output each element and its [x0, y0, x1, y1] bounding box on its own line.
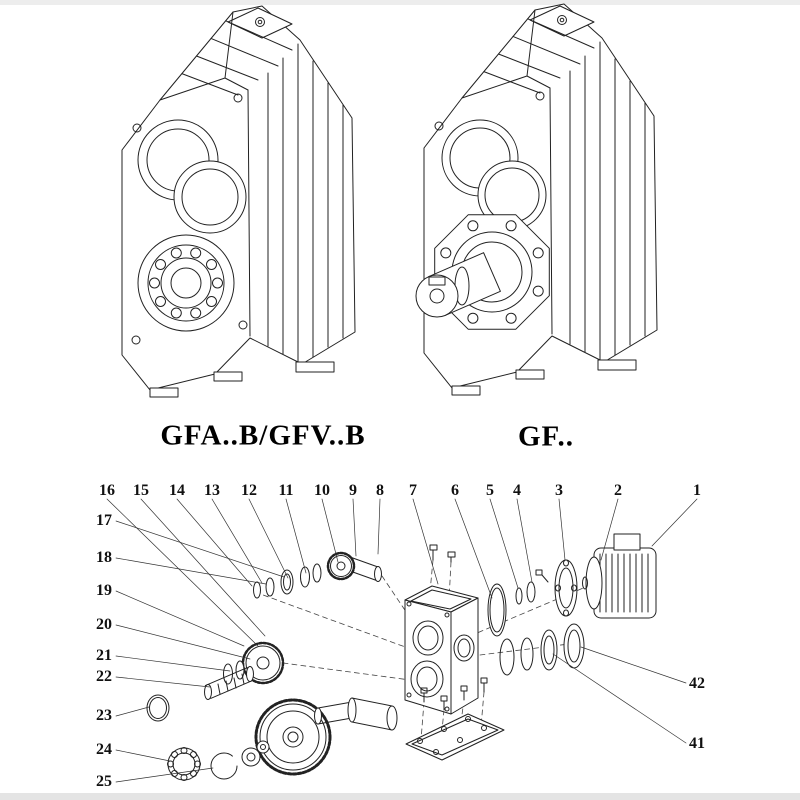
part-label-3: 3 [555, 482, 563, 499]
part-label-42: 42 [689, 675, 705, 692]
housing-bolts [429, 544, 456, 563]
gearbox-right-drawing [415, 3, 658, 396]
exploded-output-shaft [314, 697, 398, 731]
page-edge-bottom [0, 793, 800, 800]
part-label-6: 6 [451, 482, 459, 499]
part-label-17: 17 [96, 512, 112, 529]
part-label-5: 5 [486, 482, 494, 499]
motor-flange [554, 559, 578, 617]
part-label-18: 18 [96, 549, 112, 566]
page-edge-top [0, 0, 800, 5]
motor [582, 533, 657, 619]
part-label-16: 16 [99, 482, 115, 499]
gearbox-left-drawing [121, 5, 356, 398]
part-label-25: 25 [96, 773, 112, 790]
small-fasteners [515, 569, 549, 605]
base-plate [405, 677, 505, 761]
large-ring [146, 694, 170, 722]
part-label-24: 24 [96, 741, 112, 758]
gasket-ring [487, 583, 507, 637]
leader-lines [106, 498, 698, 783]
part-label-19: 19 [96, 582, 112, 599]
output-bearing [137, 234, 235, 332]
part-label-10: 10 [314, 482, 330, 499]
model-label-left: GFA..B/GFV..B [160, 419, 366, 452]
part-label-1: 1 [693, 482, 701, 499]
part-label-41: 41 [689, 735, 705, 752]
input-pinion-assembly [253, 551, 382, 599]
part-label-15: 15 [133, 482, 149, 499]
output-gear [254, 698, 332, 776]
part-label-23: 23 [96, 707, 112, 724]
part-label-21: 21 [96, 647, 112, 664]
input-bore-lower [173, 160, 247, 234]
exploded-view [146, 533, 657, 781]
part-label-12: 12 [241, 482, 257, 499]
part-label-20: 20 [96, 616, 112, 633]
output-side-rings [499, 623, 585, 676]
gear-housing [404, 585, 479, 715]
part-label-11: 11 [278, 482, 294, 499]
part-label-22: 22 [96, 668, 112, 685]
part-label-4: 4 [513, 482, 521, 499]
part-label-2: 2 [614, 482, 622, 499]
part-label-8: 8 [376, 482, 384, 499]
part-label-13: 13 [204, 482, 220, 499]
bottom-bearing-set [167, 740, 270, 781]
output-shaft [415, 252, 501, 318]
splined-shaft [204, 666, 254, 700]
model-label-right: GF.. [517, 420, 575, 453]
part-label-14: 14 [169, 482, 185, 499]
part-label-9: 9 [349, 482, 357, 499]
part-label-7: 7 [409, 482, 417, 499]
